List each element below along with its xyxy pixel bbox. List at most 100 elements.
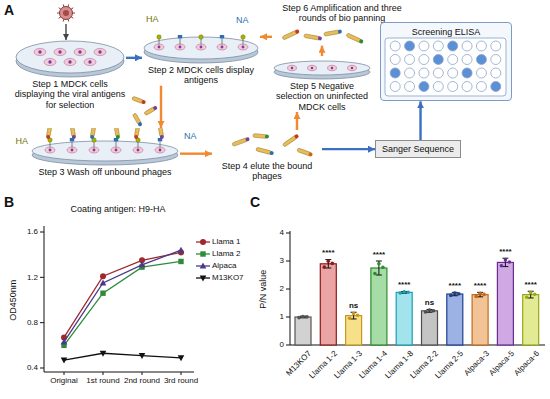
data-marker <box>100 291 105 296</box>
phage <box>132 113 142 127</box>
well <box>390 55 400 65</box>
series-line <box>64 250 181 342</box>
nucleus <box>115 149 118 152</box>
node-text: Step 2 MDCK cells display antigens <box>142 65 260 86</box>
significance-mark: **** <box>373 250 385 259</box>
virus-core <box>63 10 69 16</box>
phage <box>282 29 300 40</box>
well <box>433 41 443 51</box>
step-dish: Step 3 Wash off unbound phages <box>30 128 180 177</box>
data-marker <box>139 261 146 267</box>
well <box>476 82 486 92</box>
phage-body <box>304 34 320 40</box>
node-text: Step 3 Wash off unbound phages <box>30 167 180 177</box>
data-point <box>432 309 436 313</box>
nucleus <box>200 46 203 49</box>
data-marker <box>100 273 106 279</box>
tick <box>286 261 290 262</box>
error-cap <box>452 295 458 296</box>
phage <box>90 128 96 139</box>
step-dish-art <box>14 30 126 78</box>
tick <box>40 232 44 233</box>
nucleus <box>49 149 52 152</box>
antigen-label: HA <box>15 136 28 146</box>
nucleus <box>221 46 224 49</box>
well <box>419 82 429 92</box>
cell <box>89 147 99 153</box>
category-label: Alpaca-5 <box>487 349 516 378</box>
flow-arrow <box>260 36 272 38</box>
phage <box>158 128 164 139</box>
step-dish: Step 2 MDCK cells display antigens <box>142 28 260 86</box>
nucleus <box>242 46 245 49</box>
bar <box>523 295 539 345</box>
phage <box>232 137 250 147</box>
tick-label: 4 <box>280 228 284 237</box>
nanobody-tip <box>72 135 77 140</box>
flow-arrow <box>160 86 162 128</box>
data-point <box>356 313 360 317</box>
well <box>462 55 472 65</box>
nucleus <box>48 60 51 63</box>
well <box>419 68 429 78</box>
data-marker <box>61 358 68 364</box>
bar <box>320 264 336 345</box>
phage <box>256 147 274 156</box>
cell <box>196 44 206 50</box>
panel-letter: C <box>250 194 260 210</box>
data-marker <box>200 239 206 245</box>
well <box>433 55 443 65</box>
well <box>405 55 415 65</box>
data-marker <box>139 353 146 359</box>
data-point <box>373 272 377 276</box>
y-axis <box>290 231 291 345</box>
step-phages: Step 4 elute the bound phages <box>212 130 322 182</box>
bar <box>396 292 412 345</box>
panel-letter: B <box>4 194 14 210</box>
significance-mark: **** <box>499 247 511 256</box>
nucleus <box>38 50 41 53</box>
well <box>448 68 458 78</box>
node-text: Step 1 MDCK cells displaying the viral a… <box>14 79 126 110</box>
nanobody-tip <box>269 151 274 156</box>
well <box>491 82 501 92</box>
data-marker <box>178 247 185 253</box>
well <box>419 55 429 65</box>
cell <box>54 48 66 55</box>
nucleus <box>351 67 354 70</box>
flow-arrow <box>296 112 298 130</box>
node-text: Step 6 Amplification and three rounds of… <box>272 3 412 24</box>
cell <box>217 44 227 50</box>
panel-letter: A <box>4 2 14 18</box>
bar <box>497 262 513 345</box>
phage <box>282 134 299 148</box>
error-cap <box>351 318 357 319</box>
phage-body <box>256 147 272 155</box>
data-point <box>478 291 482 295</box>
infection-arrow <box>65 24 66 40</box>
data-point <box>482 293 486 297</box>
well <box>405 41 415 51</box>
nucleus <box>78 50 81 53</box>
elisa-plate-art <box>384 37 507 97</box>
node-text: Step 4 elute the bound phages <box>212 161 322 182</box>
data-marker <box>178 355 185 361</box>
nucleus <box>291 67 294 70</box>
nanobody-tip <box>308 152 313 157</box>
step-dish-art <box>30 128 180 166</box>
bar <box>472 295 488 345</box>
well <box>462 68 472 78</box>
well <box>476 68 486 78</box>
dish-top <box>274 61 370 75</box>
nanobody-tip <box>359 38 364 43</box>
ha-antigen <box>157 35 161 39</box>
tick-label: 0.4 <box>27 363 38 372</box>
nucleus <box>68 60 71 63</box>
phage <box>134 128 140 139</box>
phage <box>253 133 269 138</box>
nanobody-tip <box>294 134 300 140</box>
cell <box>288 65 297 70</box>
error-cap <box>477 296 483 297</box>
significance-mark: **** <box>474 281 486 290</box>
error-cap <box>325 268 331 269</box>
